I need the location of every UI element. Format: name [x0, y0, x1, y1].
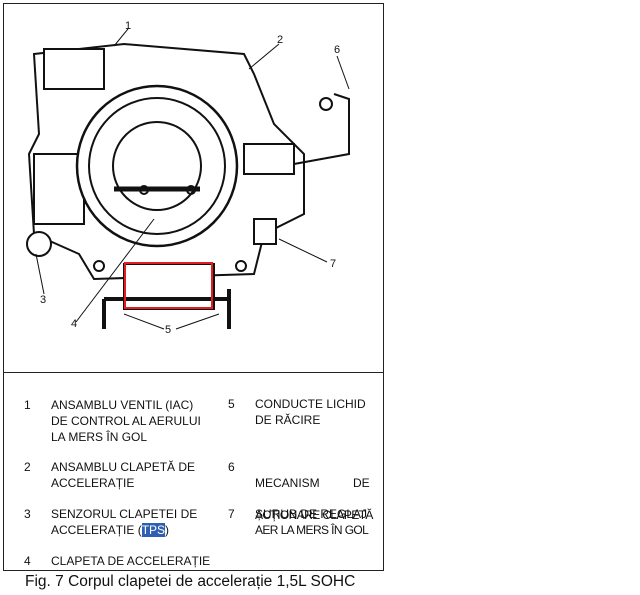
- line: ACȚIONARE CLAPETĂ: [255, 508, 373, 522]
- legend-text: ANSAMBLU VENTIL (IAC) DE CONTROL AL AERU…: [51, 397, 211, 445]
- legend-number: 4: [24, 554, 31, 568]
- selected-text-tps[interactable]: TPS: [141, 523, 166, 537]
- throttle-body-drawing: [26, 28, 350, 330]
- line: ȘURUB DE REGLAJ: [255, 507, 368, 521]
- legend-text: CLAPETA DE ACCELERAȚIE: [51, 553, 231, 569]
- legend-text: ȘURUB DE REGLAJ AER LA MERS ÎN GOL: [255, 506, 415, 538]
- legend-number: 1: [24, 398, 31, 412]
- figure-frame: [3, 3, 384, 571]
- callout-4: 4: [71, 318, 78, 330]
- line: ANSAMBLU VENTIL (IAC): [51, 398, 194, 412]
- line: CLAPETA DE ACCELERAȚIE: [51, 554, 211, 568]
- callout-3: 3: [40, 294, 47, 306]
- legend-text: MECANISM DE ACȚIONARE CLAPETĂ: [255, 459, 415, 523]
- line: MECANISM DE: [255, 476, 370, 490]
- tps-highlight-box: [124, 262, 213, 309]
- line: CONDUCTE LICHID: [255, 397, 366, 411]
- callout-6: 6: [334, 44, 341, 56]
- legend-number: 5: [228, 397, 235, 411]
- figure-caption: Fig. 7 Corpul clapetei de accelerație 1,…: [25, 573, 356, 590]
- line: ANSAMBLU CLAPETĂ DE: [51, 460, 196, 474]
- callout-2: 2: [277, 34, 284, 46]
- line: DE CONTROL AL AERULUI: [51, 414, 201, 428]
- line: ACCELERAȚIE (TPS): [51, 522, 211, 538]
- legend-text: SENZORUL CLAPETEI DE ACCELERAȚIE (TPS): [51, 506, 211, 538]
- line: ACCELERAȚIE: [51, 476, 135, 490]
- callout-5: 5: [165, 324, 172, 336]
- legend-number: 3: [24, 507, 31, 521]
- line: LA MERS ÎN GOL: [51, 430, 148, 444]
- line-end: ): [165, 523, 170, 537]
- legend-text: CONDUCTE LICHID DE RĂCIRE: [255, 396, 415, 428]
- legend-number: 7: [228, 507, 235, 521]
- line-start: ACCELERAȚIE (: [51, 523, 142, 537]
- divider: [3, 372, 384, 373]
- callout-7: 7: [330, 258, 337, 270]
- line: SENZORUL CLAPETEI DE: [51, 507, 198, 521]
- line: DE RĂCIRE: [255, 413, 321, 427]
- line: AER LA MERS ÎN GOL: [255, 523, 369, 537]
- legend-text: ANSAMBLU CLAPETĂ DE ACCELERAȚIE: [51, 459, 211, 491]
- callout-1: 1: [125, 20, 132, 32]
- legend-number: 2: [24, 460, 31, 474]
- legend-number: 6: [228, 460, 235, 474]
